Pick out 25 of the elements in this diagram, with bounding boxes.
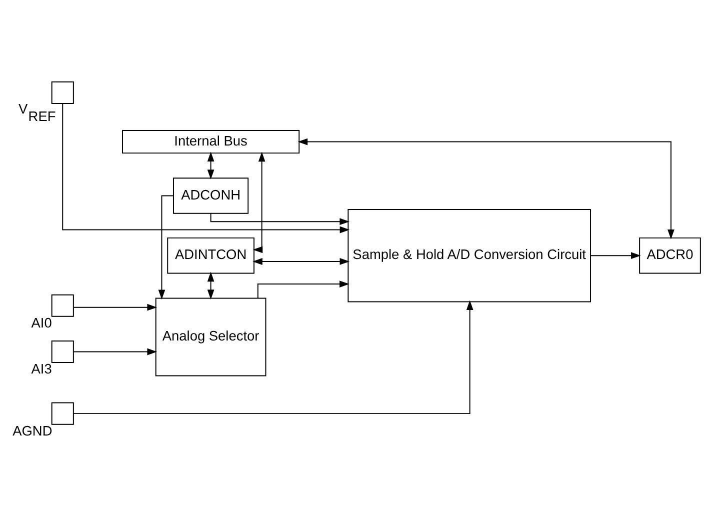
arrow	[207, 271, 214, 299]
arrow	[210, 212, 350, 225]
node-box	[51, 402, 74, 424]
node-box	[51, 294, 74, 316]
node-box	[51, 340, 74, 363]
arrow	[73, 348, 158, 355]
node-box: ADINTCON	[167, 236, 254, 274]
node-box: ADCR0	[639, 236, 701, 274]
node-box: Sample & Hold A/D Conversion Circuit	[348, 208, 591, 302]
arrow	[73, 303, 158, 310]
node-box: Internal Bus	[122, 130, 300, 154]
node-label: AI0	[31, 314, 52, 330]
node-box: ADCONH	[173, 177, 249, 214]
arrow	[257, 280, 350, 298]
node-label: AI3	[31, 361, 52, 376]
arrow	[73, 300, 474, 414]
arrow	[298, 138, 674, 239]
node-box	[51, 80, 74, 104]
node-label: AGND	[12, 422, 52, 438]
arrow	[590, 252, 641, 259]
arrow	[252, 258, 350, 264]
arrow	[252, 151, 266, 253]
node-box: Analog Selector	[155, 297, 266, 376]
arrow	[207, 151, 214, 179]
arrow	[62, 102, 350, 233]
